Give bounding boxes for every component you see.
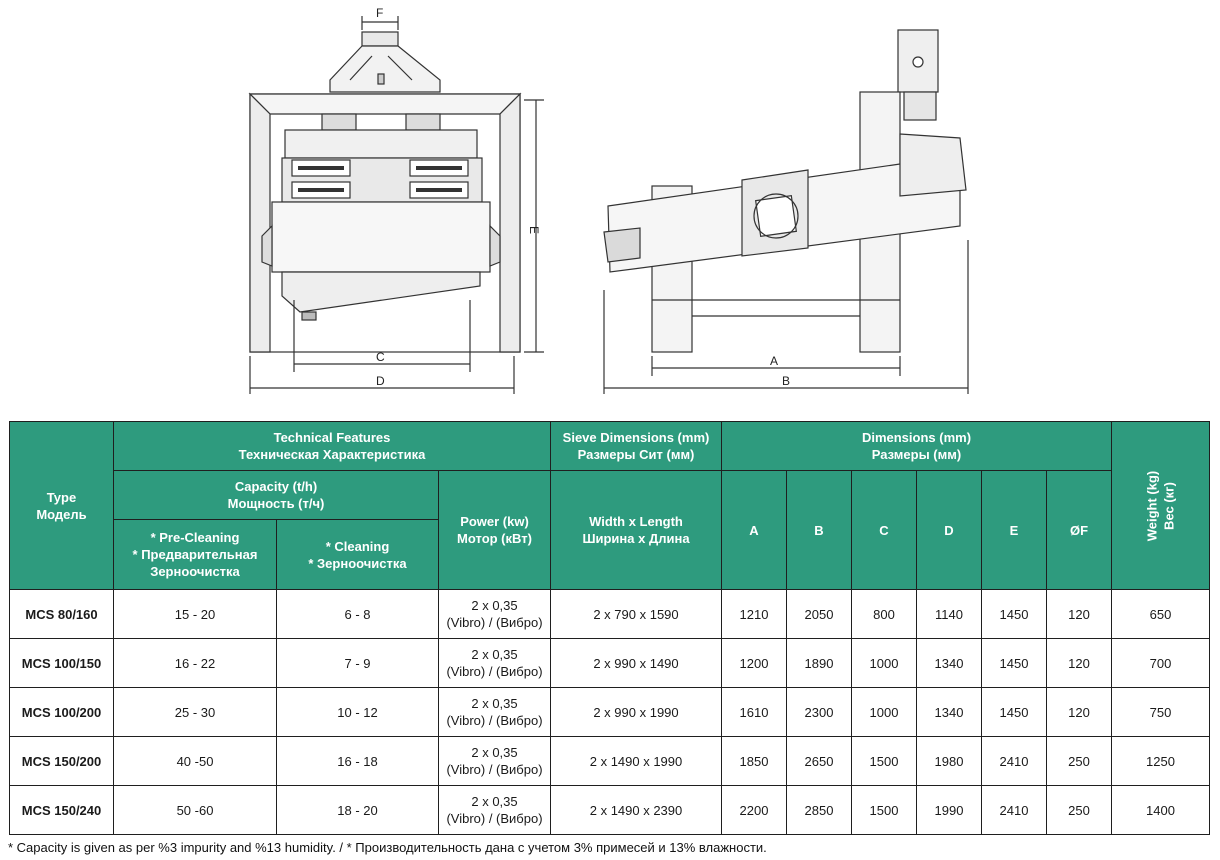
dim-a-cell: 1200 bbox=[721, 638, 787, 688]
header-cleaning: * Cleaning* Зерноочистка bbox=[276, 519, 439, 590]
dim-e-cell: 1450 bbox=[981, 687, 1047, 737]
header-dim-a: A bbox=[721, 470, 787, 590]
dim-c-cell: 1500 bbox=[851, 785, 917, 835]
weight-cell: 1400 bbox=[1111, 785, 1210, 835]
dim-e-cell: 2410 bbox=[981, 785, 1047, 835]
model-cell: MCS 100/150 bbox=[9, 638, 114, 688]
dim-b-cell: 1890 bbox=[786, 638, 852, 688]
dim-label-a: A bbox=[770, 354, 778, 368]
dim-e-cell: 1450 bbox=[981, 638, 1047, 688]
dim-c-cell: 1000 bbox=[851, 687, 917, 737]
dim-label-d: D bbox=[376, 374, 385, 388]
dim-f-cell: 250 bbox=[1046, 736, 1112, 786]
weight-cell: 750 bbox=[1111, 687, 1210, 737]
table-row: MCS 100/150 16 - 22 7 - 9 2 x 0,35(Vibro… bbox=[9, 638, 1210, 688]
dim-d-cell: 1140 bbox=[916, 589, 982, 639]
dim-f-cell: 250 bbox=[1046, 785, 1112, 835]
technical-drawings: F C D E A B bbox=[248, 6, 969, 394]
pre-cleaning-cell: 25 - 30 bbox=[113, 687, 277, 737]
header-dim-f: ØF bbox=[1046, 470, 1112, 590]
side-view-labels: A B bbox=[770, 354, 790, 388]
dim-c-cell: 1500 bbox=[851, 736, 917, 786]
cleaning-cell: 10 - 12 bbox=[276, 687, 439, 737]
cleaning-cell: 7 - 9 bbox=[276, 638, 439, 688]
dim-label-e: E bbox=[527, 226, 541, 234]
dim-label-f: F bbox=[376, 6, 383, 20]
model-cell: MCS 80/160 bbox=[9, 589, 114, 639]
table-row: MCS 100/200 25 - 30 10 - 12 2 x 0,35(Vib… bbox=[9, 687, 1210, 737]
pre-cleaning-cell: 16 - 22 bbox=[113, 638, 277, 688]
dim-e-cell: 2410 bbox=[981, 736, 1047, 786]
weight-cell: 1250 bbox=[1111, 736, 1210, 786]
dim-a-cell: 1210 bbox=[721, 589, 787, 639]
dim-c-cell: 800 bbox=[851, 589, 917, 639]
model-cell: MCS 150/200 bbox=[9, 736, 114, 786]
header-row-2: Capacity (t/h)Мощность (т/ч) Power (kw)М… bbox=[10, 470, 1210, 590]
table-row: MCS 150/200 40 -50 16 - 18 2 x 0,35(Vibr… bbox=[9, 736, 1210, 786]
footnote: * Capacity is given as per %3 impurity a… bbox=[8, 840, 767, 855]
header-dim-b: B bbox=[786, 470, 852, 590]
dim-f-cell: 120 bbox=[1046, 638, 1112, 688]
dim-d-cell: 1340 bbox=[916, 638, 982, 688]
dim-a-cell: 1610 bbox=[721, 687, 787, 737]
header-weight: Weight (kg)Вес (кг) bbox=[1111, 421, 1210, 590]
header-dim-e: E bbox=[981, 470, 1047, 590]
model-cell: MCS 150/240 bbox=[9, 785, 114, 835]
power-cell: 2 x 0,35(Vibro) / (Вибро) bbox=[438, 687, 551, 737]
cleaning-cell: 6 - 8 bbox=[276, 589, 439, 639]
sieve-cell: 2 x 990 x 1990 bbox=[550, 687, 722, 737]
dim-a-cell: 2200 bbox=[721, 785, 787, 835]
table-row: MCS 150/240 50 -60 18 - 20 2 x 0,35(Vibr… bbox=[9, 785, 1210, 835]
sieve-cell: 2 x 1490 x 2390 bbox=[550, 785, 722, 835]
dim-c-cell: 1000 bbox=[851, 638, 917, 688]
header-sieve: Sieve Dimensions (mm)Размеры Сит (мм) bbox=[550, 421, 722, 471]
table-row: MCS 80/160 15 - 20 6 - 8 2 x 0,35(Vibro)… bbox=[9, 589, 1210, 639]
sieve-cell: 2 x 790 x 1590 bbox=[550, 589, 722, 639]
power-cell: 2 x 0,35(Vibro) / (Вибро) bbox=[438, 638, 551, 688]
side-view-drawing bbox=[603, 29, 969, 394]
dim-d-cell: 1980 bbox=[916, 736, 982, 786]
header-power: Power (kw)Мотор (кВт) bbox=[438, 470, 551, 590]
header-dim-d: D bbox=[916, 470, 982, 590]
sieve-cell: 2 x 990 x 1490 bbox=[550, 638, 722, 688]
cleaning-cell: 16 - 18 bbox=[276, 736, 439, 786]
dim-b-cell: 2850 bbox=[786, 785, 852, 835]
model-cell: MCS 100/200 bbox=[9, 687, 114, 737]
dim-b-cell: 2650 bbox=[786, 736, 852, 786]
header-dim-c: C bbox=[851, 470, 917, 590]
power-cell: 2 x 0,35(Vibro) / (Вибро) bbox=[438, 785, 551, 835]
dim-b-cell: 2050 bbox=[786, 589, 852, 639]
dim-d-cell: 1990 bbox=[916, 785, 982, 835]
weight-cell: 700 bbox=[1111, 638, 1210, 688]
front-view-labels: F C D E bbox=[376, 6, 541, 388]
header-dimensions: Dimensions (mm)Размеры (мм) bbox=[721, 421, 1112, 471]
dim-a-cell: 1850 bbox=[721, 736, 787, 786]
pre-cleaning-cell: 40 -50 bbox=[113, 736, 277, 786]
dim-f-cell: 120 bbox=[1046, 687, 1112, 737]
dim-d-cell: 1340 bbox=[916, 687, 982, 737]
pre-cleaning-cell: 15 - 20 bbox=[113, 589, 277, 639]
dim-label-c: C bbox=[376, 350, 385, 364]
header-capacity: Capacity (t/h)Мощность (т/ч) bbox=[113, 470, 439, 520]
pre-cleaning-cell: 50 -60 bbox=[113, 785, 277, 835]
dim-label-b: B bbox=[782, 374, 790, 388]
dim-e-cell: 1450 bbox=[981, 589, 1047, 639]
weight-cell: 650 bbox=[1111, 589, 1210, 639]
dim-f-cell: 120 bbox=[1046, 589, 1112, 639]
dim-b-cell: 2300 bbox=[786, 687, 852, 737]
sieve-cell: 2 x 1490 x 1990 bbox=[550, 736, 722, 786]
power-cell: 2 x 0,35(Vibro) / (Вибро) bbox=[438, 736, 551, 786]
front-view-drawing bbox=[248, 16, 544, 394]
cleaning-cell: 18 - 20 bbox=[276, 785, 439, 835]
power-cell: 2 x 0,35(Vibro) / (Вибро) bbox=[438, 589, 551, 639]
